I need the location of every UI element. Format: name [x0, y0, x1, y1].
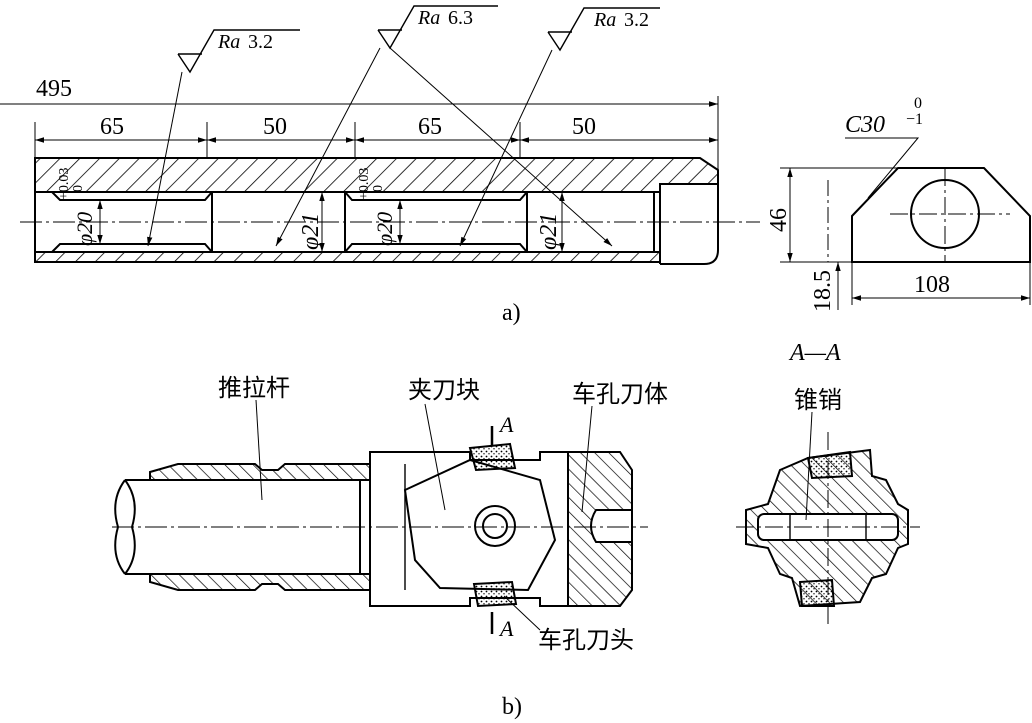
clamp-block	[403, 458, 557, 592]
section-width-label: 108	[914, 272, 950, 298]
bore-1-upper: +0.03	[57, 168, 72, 200]
cutter-head-top	[468, 442, 517, 472]
section-title: A—A	[788, 340, 841, 366]
roughness-2-ra: Ra	[417, 7, 440, 29]
cutter-head-bottom	[472, 580, 518, 608]
roughness-3-value: 3.2	[624, 9, 649, 31]
segment-4-label: 50	[572, 114, 596, 140]
bore-1-dia: φ20	[72, 212, 97, 246]
chamfer-upper: 0	[914, 95, 922, 112]
chamfer-label: C30	[845, 112, 885, 138]
offset-label: 18.5	[810, 270, 836, 312]
label-cutter-head: 车孔刀头	[538, 626, 634, 654]
bore-3-lower: 0	[371, 185, 386, 192]
bore-1-lower: 0	[71, 185, 86, 192]
label-boring-body: 车孔刀体	[572, 380, 668, 408]
overall-length-label: 495	[36, 76, 72, 102]
label-clamp-block: 夹刀块	[408, 376, 480, 404]
segment-2-label: 50	[263, 114, 287, 140]
segment-1-label: 65	[100, 114, 124, 140]
segment-3-label: 65	[418, 114, 442, 140]
caption-b: b)	[502, 694, 522, 720]
roughness-1-ra: Ra	[217, 31, 240, 53]
bore-2-dia: φ21	[298, 213, 324, 250]
bore-3-dia: φ20	[372, 212, 397, 246]
section-marker-bottom: A	[498, 616, 514, 641]
roughness-1-value: 3.2	[248, 31, 273, 53]
part-b-drawing	[112, 399, 648, 634]
chamfer-lower: −1	[906, 111, 923, 128]
part-b-section	[736, 411, 920, 628]
part-a-labels: Ra 3.2 Ra 6.3 Ra 3.2 495 65 50 65 50 φ20…	[36, 7, 950, 326]
bore-3-upper: +0.03	[357, 168, 372, 200]
section-height-label: 46	[766, 208, 792, 232]
part-b-labels: 推拉杆 夹刀块 车孔刀体 车孔刀头 锥销 A A A—A b)	[218, 340, 842, 720]
sleeve-lower	[149, 573, 371, 591]
roughness-3-ra: Ra	[593, 9, 616, 31]
bore-4-dia: φ21	[536, 213, 562, 250]
section-marker-top: A	[498, 412, 514, 437]
lower-wall	[34, 251, 661, 263]
label-push-rod: 推拉杆	[218, 374, 290, 402]
part-a-drawing	[0, 5, 760, 265]
part-a-end-view	[780, 137, 1031, 310]
caption-a: a)	[502, 300, 521, 326]
roughness-2-value: 6.3	[448, 7, 473, 29]
label-taper-pin: 锥销	[794, 386, 842, 414]
